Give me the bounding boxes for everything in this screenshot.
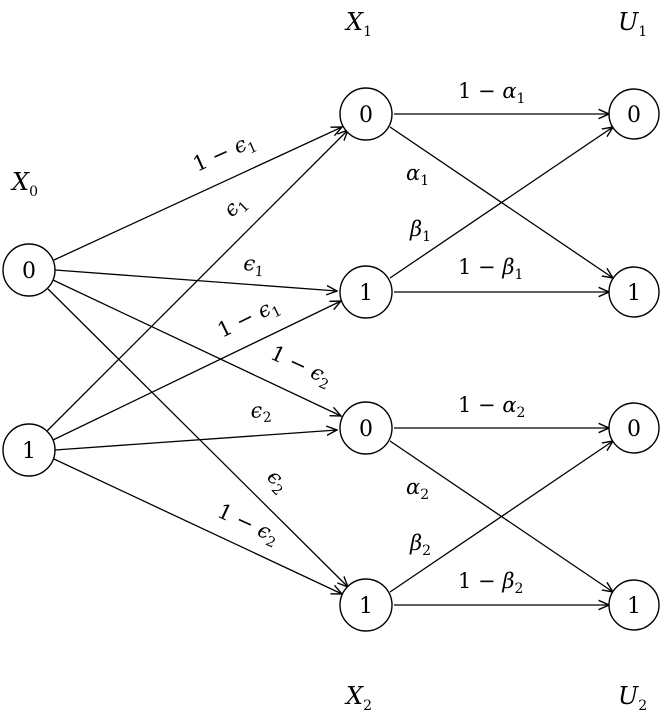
label-x0-0-to-x1-0: 1 − ϵ1 (189, 128, 260, 180)
title-x0: X0 (10, 168, 38, 200)
node-u2-0: 0 (608, 402, 660, 454)
label-x0-1-to-x2-1: 1 − ϵ2 (212, 499, 283, 552)
svg-text:0: 0 (627, 103, 641, 128)
edge-x0-1-to-x2-1 (53, 458, 342, 594)
node-x1-0: 0 (339, 87, 393, 141)
label-x1-1-to-u1-1: 1 − β1 (458, 255, 523, 283)
label-x1-0-to-u1-0: 1 − α1 (458, 79, 525, 107)
edge-x1-1-to-u1-0 (389, 127, 613, 279)
edge-x0-1-to-x1-0 (46, 130, 348, 432)
label-x0-1-to-x1-1: 1 − ϵ1 (214, 292, 285, 346)
svg-text:1: 1 (627, 281, 641, 306)
svg-text:0: 0 (359, 417, 373, 442)
node-x2-0: 0 (339, 401, 393, 455)
svg-text:0: 0 (359, 103, 373, 128)
svg-text:0: 0 (627, 417, 641, 442)
title-x2: X2 (344, 682, 372, 714)
svg-text:1: 1 (627, 594, 641, 619)
edge-x0-1-to-x2-0 (54, 430, 337, 451)
node-x0-0: 0 (2, 243, 56, 297)
title-u2: U2 (618, 682, 647, 714)
svg-text:0: 0 (22, 259, 36, 284)
edge-x0-1-to-x1-1 (52, 301, 341, 441)
title-x1: X1 (344, 8, 372, 40)
edge-x0-0-to-x1-1 (54, 269, 337, 291)
label-x0-0-to-x1-1: ϵ1 (242, 251, 265, 280)
title-u1: U1 (618, 8, 647, 40)
edge-x0-0-to-x2-0 (52, 279, 341, 416)
edge-x2-1-to-u2-0 (389, 441, 613, 593)
node-x1-1: 1 (339, 265, 393, 319)
svg-text:1: 1 (359, 594, 373, 619)
label-x2-0-to-u2-1: α2 (406, 475, 429, 503)
node-u1-1: 1 (608, 266, 660, 318)
edge-x0-0-to-x1-0 (53, 127, 342, 261)
node-u2-1: 1 (608, 579, 660, 631)
svg-text:1: 1 (22, 439, 36, 464)
label-x2-0-to-u2-0: 1 − α2 (458, 393, 525, 421)
label-x0-1-to-x1-0: ϵ1 (219, 190, 253, 224)
svg-text:1: 1 (359, 281, 373, 306)
label-x2-1-to-u2-0: β2 (409, 531, 431, 559)
edge-x0-0-to-x2-1 (47, 288, 348, 587)
node-u1-0: 0 (608, 88, 660, 140)
label-x1-0-to-u1-1: α1 (406, 161, 429, 189)
node-x0-1: 1 (2, 423, 56, 477)
label-x1-1-to-u1-0: β1 (409, 217, 431, 245)
label-x2-1-to-u2-1: 1 − β2 (458, 569, 523, 597)
label-x0-0-to-x2-1: ϵ2 (260, 465, 294, 499)
label-x0-1-to-x2-0: ϵ2 (250, 398, 273, 427)
node-x2-1: 1 (339, 578, 393, 632)
